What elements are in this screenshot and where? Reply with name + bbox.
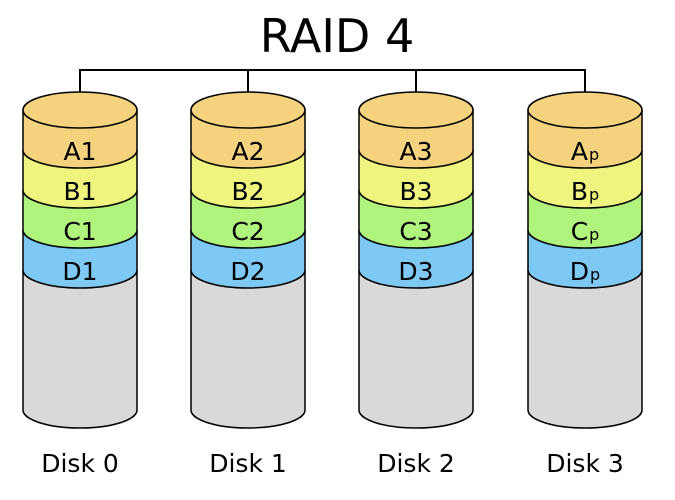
disk-2-top-cap — [358, 91, 474, 129]
block-label: B2 — [231, 177, 264, 206]
block-label: C2 — [231, 217, 264, 246]
disk-label: Disk 3 — [546, 449, 624, 478]
block-label: Dp — [570, 257, 600, 286]
block-label: B3 — [399, 177, 432, 206]
block-label: Ap — [571, 137, 599, 166]
block-label: D2 — [230, 257, 265, 286]
disk-0-top-cap — [22, 91, 138, 129]
block-label: A2 — [231, 137, 264, 166]
block-label: Bp — [571, 177, 599, 206]
disk-2-empty-space — [358, 269, 474, 429]
disk-label: Disk 0 — [41, 449, 119, 478]
block-label: D3 — [398, 257, 433, 286]
diagram-title: RAID 4 — [260, 9, 414, 63]
disk-1-top-cap — [190, 91, 306, 129]
disk-1-empty-space — [190, 269, 306, 429]
connector-lines — [79, 69, 586, 108]
block-label: Cp — [571, 217, 600, 246]
block-label: C1 — [63, 217, 96, 246]
block-label: A3 — [399, 137, 432, 166]
block-label: D1 — [62, 257, 97, 286]
disk-label: Disk 2 — [377, 449, 455, 478]
block-label: A1 — [63, 137, 96, 166]
disk-0-empty-space — [22, 269, 138, 429]
disk-3-top-cap — [527, 91, 643, 129]
disk-label: Disk 1 — [209, 449, 287, 478]
disk-3-empty-space — [527, 269, 643, 429]
block-label: B1 — [63, 177, 96, 206]
block-label: C3 — [399, 217, 432, 246]
